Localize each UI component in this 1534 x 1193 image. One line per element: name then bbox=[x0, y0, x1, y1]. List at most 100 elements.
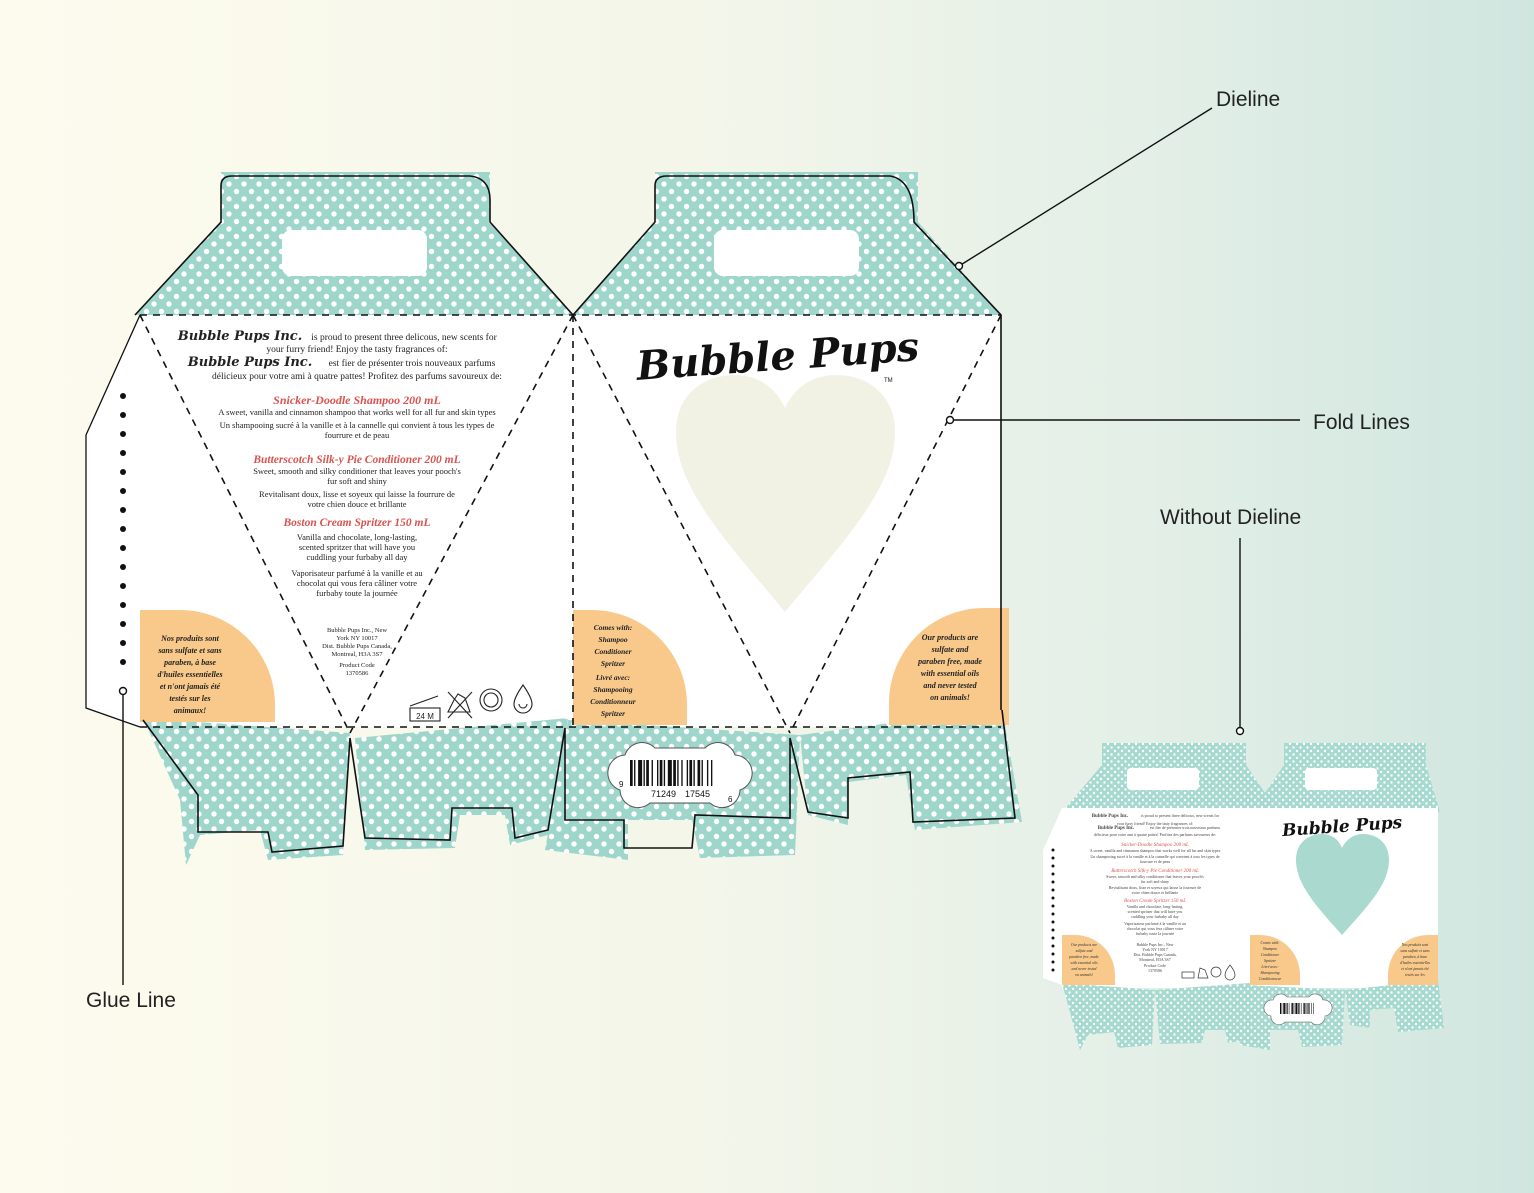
svg-text:with essential oils: with essential oils bbox=[921, 669, 979, 678]
svg-text:and never tested: and never tested bbox=[1072, 967, 1097, 971]
svg-text:Shampoo: Shampoo bbox=[598, 635, 627, 644]
barcode-bar bbox=[657, 760, 659, 786]
badge-comes-with-text: Comes with: Shampoo Conditioner Spritzer… bbox=[590, 623, 636, 718]
barcode-bars bbox=[630, 760, 713, 786]
no-animal-testing-icon bbox=[447, 691, 473, 719]
callout-glue-line: Glue Line bbox=[86, 989, 176, 1012]
product-3-en-2: scented spritzer that will have you bbox=[299, 542, 416, 552]
svg-text:est fier de présenter trois no: est fier de présenter trois nouveaux par… bbox=[1150, 825, 1221, 830]
heart-window bbox=[676, 375, 895, 612]
back-panel-text: Bubble Pups Inc. is proud to present thr… bbox=[177, 329, 502, 677]
peach-badge-back bbox=[140, 610, 275, 722]
product-1-fr-2: fourrure et de peau bbox=[325, 430, 390, 440]
svg-text:fourrure et de peau: fourrure et de peau bbox=[1140, 859, 1170, 864]
svg-text:and never tested: and never tested bbox=[923, 681, 977, 690]
barcode-bar bbox=[1293, 1003, 1295, 1014]
svg-text:Un shampooing sucré à la vanil: Un shampooing sucré à la vanille et à la… bbox=[1090, 854, 1220, 859]
barcode-bar bbox=[646, 760, 649, 786]
svg-text:Vaporisateur parfumé à la vani: Vaporisateur parfumé à la vanille et au bbox=[1124, 921, 1186, 926]
svg-text:d'huiles essentielles: d'huiles essentielles bbox=[157, 670, 222, 679]
svg-text:Our products are: Our products are bbox=[1071, 943, 1097, 947]
product-2-en-2: fur soft and shiny bbox=[327, 476, 387, 486]
barcode-bar bbox=[1281, 1003, 1283, 1014]
drop-icon bbox=[513, 684, 533, 714]
barcode-bar bbox=[1313, 1003, 1314, 1014]
svg-text:Snicker-Doodle Shampoo 200 mL: Snicker-Doodle Shampoo 200 mL bbox=[1121, 843, 1189, 848]
svg-text:Spritzer: Spritzer bbox=[601, 709, 625, 718]
barcode-bar bbox=[667, 760, 672, 786]
svg-text:paraben, à base: paraben, à base bbox=[1402, 955, 1428, 960]
svg-text:A sweet, vanilla and cinnamon: A sweet, vanilla and cinnamon shampoo th… bbox=[1090, 848, 1221, 854]
intro-fr-line2: délicieux pour votre ami à quatre pattes… bbox=[212, 371, 502, 382]
svg-text:Comes with:: Comes with: bbox=[594, 623, 633, 632]
barcode-bar bbox=[1288, 1003, 1290, 1014]
svg-text:Our products are: Our products are bbox=[922, 633, 979, 642]
barcode-bar bbox=[1299, 1003, 1300, 1014]
product-3-en-1: Vanilla and chocolate, long-lasting, bbox=[297, 532, 417, 542]
svg-text:Shampoo: Shampoo bbox=[1263, 947, 1277, 951]
product-3-fr-3: furbaby toute la journée bbox=[316, 588, 398, 598]
callout-dieline: Dieline bbox=[1216, 88, 1281, 111]
barcode-bar bbox=[689, 760, 693, 786]
svg-text:paraben free, made: paraben free, made bbox=[917, 657, 982, 666]
intro-en-line2: your furry friend! Enjoy the tasty fragr… bbox=[266, 344, 447, 355]
barcode-bar bbox=[651, 760, 653, 786]
bottom-tab-4 bbox=[800, 708, 1022, 830]
address-line-1: Bubble Pups Inc., New bbox=[327, 627, 387, 634]
svg-text:votre chien douce et brillante: votre chien douce et brillante bbox=[1132, 890, 1179, 895]
svg-text:cuddling your furbaby all day: cuddling your furbaby all day bbox=[1131, 914, 1179, 919]
dieline-leader bbox=[958, 107, 1213, 267]
barcode-bar bbox=[1309, 1003, 1310, 1014]
bottom-tab-1 bbox=[143, 718, 350, 865]
product-3-en-3: cuddling your furbaby all day bbox=[306, 552, 408, 562]
barcode-bar bbox=[686, 760, 689, 786]
bone-shape bbox=[607, 742, 753, 809]
barcode-tail: 6 bbox=[728, 795, 733, 804]
svg-text:is proud to present three deli: is proud to present three delicous, new … bbox=[1141, 813, 1220, 819]
svg-text:délicieux pour votre ami à qua: délicieux pour votre ami à quatre pattes… bbox=[1094, 832, 1216, 837]
handle-hole-left bbox=[282, 230, 427, 276]
handle-hole-right bbox=[714, 230, 859, 276]
svg-text:scented spritzer that will hav: scented spritzer that will have you bbox=[1128, 909, 1183, 914]
intro-en-tail: is proud to present three delicous, new … bbox=[311, 332, 497, 343]
svg-text:animaux!: animaux! bbox=[174, 706, 206, 715]
barcode-bar bbox=[711, 760, 713, 786]
care-symbols: 24 M bbox=[409, 684, 533, 722]
address-line-4: Montreal, H3A 3S7 bbox=[331, 651, 383, 658]
product-2-en-1: Sweet, smooth and silky conditioner that… bbox=[253, 466, 461, 476]
barcode-bar bbox=[1303, 1003, 1304, 1014]
product-3-fr-1: Vaporisateur parfumé à la vanille et au bbox=[291, 568, 423, 578]
svg-text:Revitalisant doux, lisse et so: Revitalisant doux, lisse et soyeux qui l… bbox=[1109, 885, 1201, 891]
svg-text:Conditioner: Conditioner bbox=[594, 647, 631, 656]
barcode-bar bbox=[663, 760, 666, 786]
barcode-bar bbox=[1300, 1003, 1302, 1014]
product-1-name: Snicker-Doodle Shampoo 200 mL bbox=[273, 393, 441, 407]
product-3-fr-2: chocolat qui vous fera câliner votre bbox=[297, 578, 417, 588]
bone-barcode: 9 71249 17545 6 bbox=[607, 742, 753, 809]
glue-flap-outline bbox=[85, 314, 141, 728]
svg-text:Dist. Bubble Pups Canada,: Dist. Bubble Pups Canada, bbox=[1134, 952, 1177, 958]
barcode-bar bbox=[643, 760, 645, 786]
svg-text:chocolat qui vous fera câliner: chocolat qui vous fera câliner votre bbox=[1127, 926, 1184, 931]
barcode-bar bbox=[630, 760, 633, 786]
svg-text:d'huiles essentielles: d'huiles essentielles bbox=[1400, 961, 1431, 965]
svg-text:Nos produits sont: Nos produits sont bbox=[1401, 943, 1430, 947]
svg-text:on animals!: on animals! bbox=[930, 693, 970, 702]
product-code-label: Product Code bbox=[339, 662, 375, 669]
small-package-no-dieline: Bubble Pups Bubble Pups Inc. is proud to… bbox=[1043, 743, 1444, 1050]
barcode-bar bbox=[1304, 1003, 1306, 1014]
svg-text:on animals!: on animals! bbox=[1075, 973, 1094, 977]
svg-text:Nos produits sont: Nos produits sont bbox=[160, 634, 220, 643]
brand-company-en: Bubble Pups Inc. bbox=[177, 329, 303, 344]
barcode-bar bbox=[681, 760, 683, 786]
barcode-bar bbox=[1283, 1003, 1285, 1014]
barcode-bar bbox=[673, 760, 676, 786]
barcode-bar bbox=[1307, 1003, 1309, 1014]
barcode-bar bbox=[693, 760, 695, 786]
svg-text:Comes with:: Comes with: bbox=[1260, 941, 1279, 945]
svg-text:your furry friend! Enjoy the t: your furry friend! Enjoy the tasty fragr… bbox=[1117, 821, 1193, 826]
svg-text:Boston Cream Spritzer 150 mL: Boston Cream Spritzer 150 mL bbox=[1124, 899, 1186, 904]
svg-text:Bubble Pups Inc., New: Bubble Pups Inc., New bbox=[1137, 942, 1174, 948]
barcode-bar bbox=[1285, 1003, 1287, 1014]
barcode-bar bbox=[659, 760, 663, 786]
